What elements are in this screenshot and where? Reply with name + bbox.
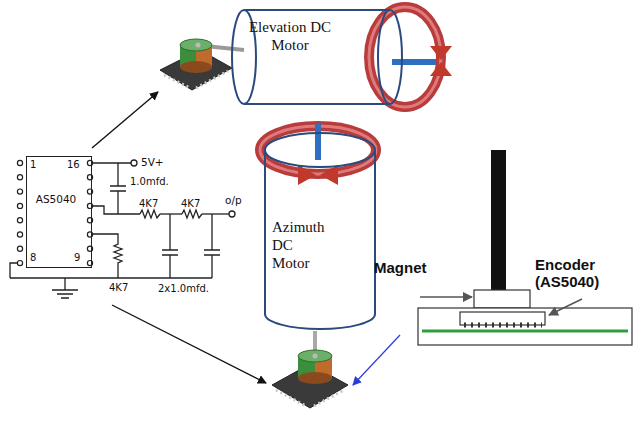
schematic-wire bbox=[182, 210, 202, 218]
component-value: 2x1.0mfd. bbox=[158, 283, 209, 294]
schematic-wire bbox=[229, 211, 235, 217]
part-name: Magnet bbox=[374, 259, 427, 276]
schematic-wire bbox=[10, 160, 235, 298]
node-label-block: Elevation DC Motor bbox=[247, 18, 333, 54]
part-name: Encoder (AS5040) bbox=[535, 256, 619, 290]
cylinder-outline bbox=[232, 10, 402, 104]
schematic-wire bbox=[160, 213, 182, 214]
leader-arrow bbox=[549, 299, 582, 315]
pin-circle bbox=[17, 160, 22, 165]
schematic-wire bbox=[93, 162, 131, 163]
pointer-arrow bbox=[112, 305, 266, 383]
signal-name: o/p bbox=[225, 194, 242, 206]
encoder-assembly bbox=[418, 150, 632, 345]
chip-picture bbox=[164, 75, 190, 88]
motor-shaft bbox=[315, 124, 321, 160]
pin-circle bbox=[17, 160, 92, 265]
pointer-arrow bbox=[92, 92, 158, 148]
leader-arrow bbox=[420, 296, 472, 298]
pointer-arrow bbox=[353, 335, 400, 385]
motor-shaft bbox=[392, 59, 436, 65]
chip-picture bbox=[298, 372, 332, 384]
ic-chip: AS5040 bbox=[26, 156, 92, 268]
chip-picture bbox=[196, 43, 201, 48]
pin-circle bbox=[17, 232, 22, 237]
rotation-arrow bbox=[369, 7, 441, 107]
schematic-wire bbox=[10, 263, 17, 278]
schematic-wire bbox=[140, 210, 160, 218]
chip-picture bbox=[180, 39, 212, 51]
pin-circle bbox=[17, 261, 22, 266]
node-label-block: Azimuth DC Motor bbox=[272, 218, 330, 272]
pin-circle bbox=[17, 203, 22, 208]
schematic-wire bbox=[52, 278, 78, 298]
pin-number: 16 bbox=[67, 159, 80, 170]
pin-circle bbox=[17, 246, 22, 251]
rotation-arrow bbox=[369, 7, 441, 107]
encoder-assembly bbox=[491, 150, 506, 290]
encoder-assembly bbox=[460, 312, 545, 325]
node-label: AS5040 bbox=[27, 193, 85, 206]
encoder-assembly bbox=[418, 308, 632, 345]
node-label: Elevation DC Motor bbox=[247, 18, 333, 54]
chip-picture bbox=[298, 350, 332, 362]
component-value: 4K7 bbox=[139, 198, 158, 209]
pin-circle bbox=[17, 175, 22, 180]
elevation-motor: Elevation DC Motor bbox=[232, 8, 402, 106]
node-label: Azimuth DC Motor bbox=[272, 218, 330, 272]
rotation-arrow bbox=[298, 165, 316, 185]
pin-circle bbox=[17, 218, 22, 223]
node-label-block: AS5040 bbox=[27, 193, 85, 206]
leader-arrow bbox=[420, 297, 582, 315]
chip-picture bbox=[272, 331, 348, 408]
chip-picture bbox=[196, 71, 228, 88]
schematic-wire bbox=[131, 160, 137, 166]
chip-picture bbox=[276, 390, 306, 406]
motor-shaft bbox=[392, 59, 436, 65]
azimuth-motor: Azimuth DC Motor bbox=[262, 128, 378, 332]
chip-picture bbox=[313, 354, 318, 359]
encoder-assembly bbox=[422, 330, 628, 333]
component-value: 1.0mfd. bbox=[130, 176, 169, 187]
pin-number: 8 bbox=[30, 252, 36, 263]
supply-label: 5V+ bbox=[141, 156, 164, 168]
schematic-wire bbox=[204, 214, 220, 278]
encoder-assembly bbox=[464, 323, 542, 328]
schematic-wire bbox=[162, 214, 178, 278]
pin-number: 9 bbox=[74, 252, 80, 263]
component-value: 4K7 bbox=[181, 198, 200, 209]
motor-shaft bbox=[315, 124, 321, 160]
schematic-wire bbox=[202, 213, 229, 214]
rotation-arrow bbox=[320, 165, 338, 185]
chip-picture bbox=[180, 61, 212, 73]
pointer-arrow bbox=[92, 92, 400, 385]
schematic-wire bbox=[93, 234, 122, 278]
component-value: 4K7 bbox=[109, 282, 128, 293]
schematic-wire bbox=[93, 206, 140, 214]
cylinder-outline bbox=[265, 133, 375, 329]
pin-circle bbox=[17, 189, 22, 194]
schematic-wire bbox=[10, 277, 212, 278]
schematic-wire bbox=[110, 163, 126, 214]
pin-number: 1 bbox=[30, 159, 36, 170]
chip-picture bbox=[314, 390, 344, 406]
encoder-assembly bbox=[474, 290, 530, 308]
rotation-arrow bbox=[430, 46, 452, 60]
